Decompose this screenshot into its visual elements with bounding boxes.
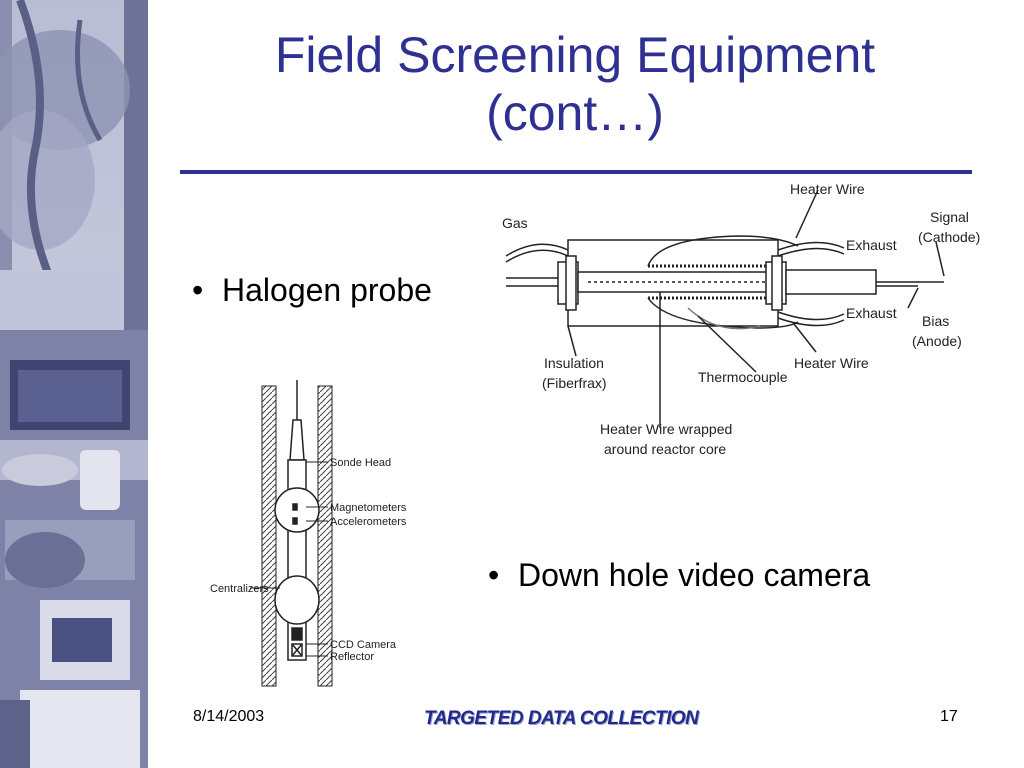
gas-tube-upper [505,243,569,257]
borehole-wall-right [317,385,333,687]
label-heater-wire-bottom: Heater Wire [794,355,869,371]
footer-date: 8/14/2003 [193,708,265,725]
label-fiberfrax: (Fiberfrax) [542,375,607,391]
sonde-body [274,419,320,661]
label-heater-wrapped-1: Heater Wire wrapped [600,421,732,437]
down-hole-camera-diagram: Sonde Head Magnetometers Accelerometers … [210,380,407,687]
label-accelerometers: Accelerometers [330,516,407,528]
label-reflector: Reflector [330,651,374,663]
label-thermocouple: Thermocouple [698,369,788,385]
borehole-wall-left [261,385,277,687]
label-heater-wire-top: Heater Wire [790,181,865,197]
label-sonde-head: Sonde Head [330,457,391,469]
label-centralizers: Centralizers [210,583,269,595]
slide-title: Field Screening Equipment (cont…) [180,26,970,142]
slide-number: 17 [940,708,958,725]
bullet-text: Halogen probe [222,272,432,308]
bullet-down-hole-camera: • Down hole video camera [488,557,870,594]
bullet-marker: • [192,272,204,308]
bullet-marker: • [488,557,500,593]
footer-center-title: TARGETED DATA COLLECTION [424,708,699,729]
label-gas: Gas [502,215,528,231]
field-work-photo [0,0,148,768]
label-bias: Bias [922,313,949,329]
label-cathode: (Cathode) [918,229,980,245]
label-signal: Signal [930,209,969,225]
title-underline [180,170,972,174]
bullet-halogen-probe: • Halogen probe [192,272,432,309]
label-magnetometers: Magnetometers [330,502,407,514]
label-insulation: Insulation [544,355,604,371]
title-line-1: Field Screening Equipment [274,27,876,83]
title-line-2: (cont…) [486,85,664,141]
label-ccd-camera: CCD Camera [330,639,397,651]
label-anode: (Anode) [912,333,962,349]
side-photo [0,0,148,768]
bullet-text: Down hole video camera [518,557,871,593]
label-exhaust-top: Exhaust [846,237,897,253]
label-exhaust-bottom: Exhaust [846,305,897,321]
halogen-probe-diagram: Gas Heater Wire Exhaust Signal (Cathode)… [502,181,980,457]
label-heater-wrapped-2: around reactor core [604,441,726,457]
